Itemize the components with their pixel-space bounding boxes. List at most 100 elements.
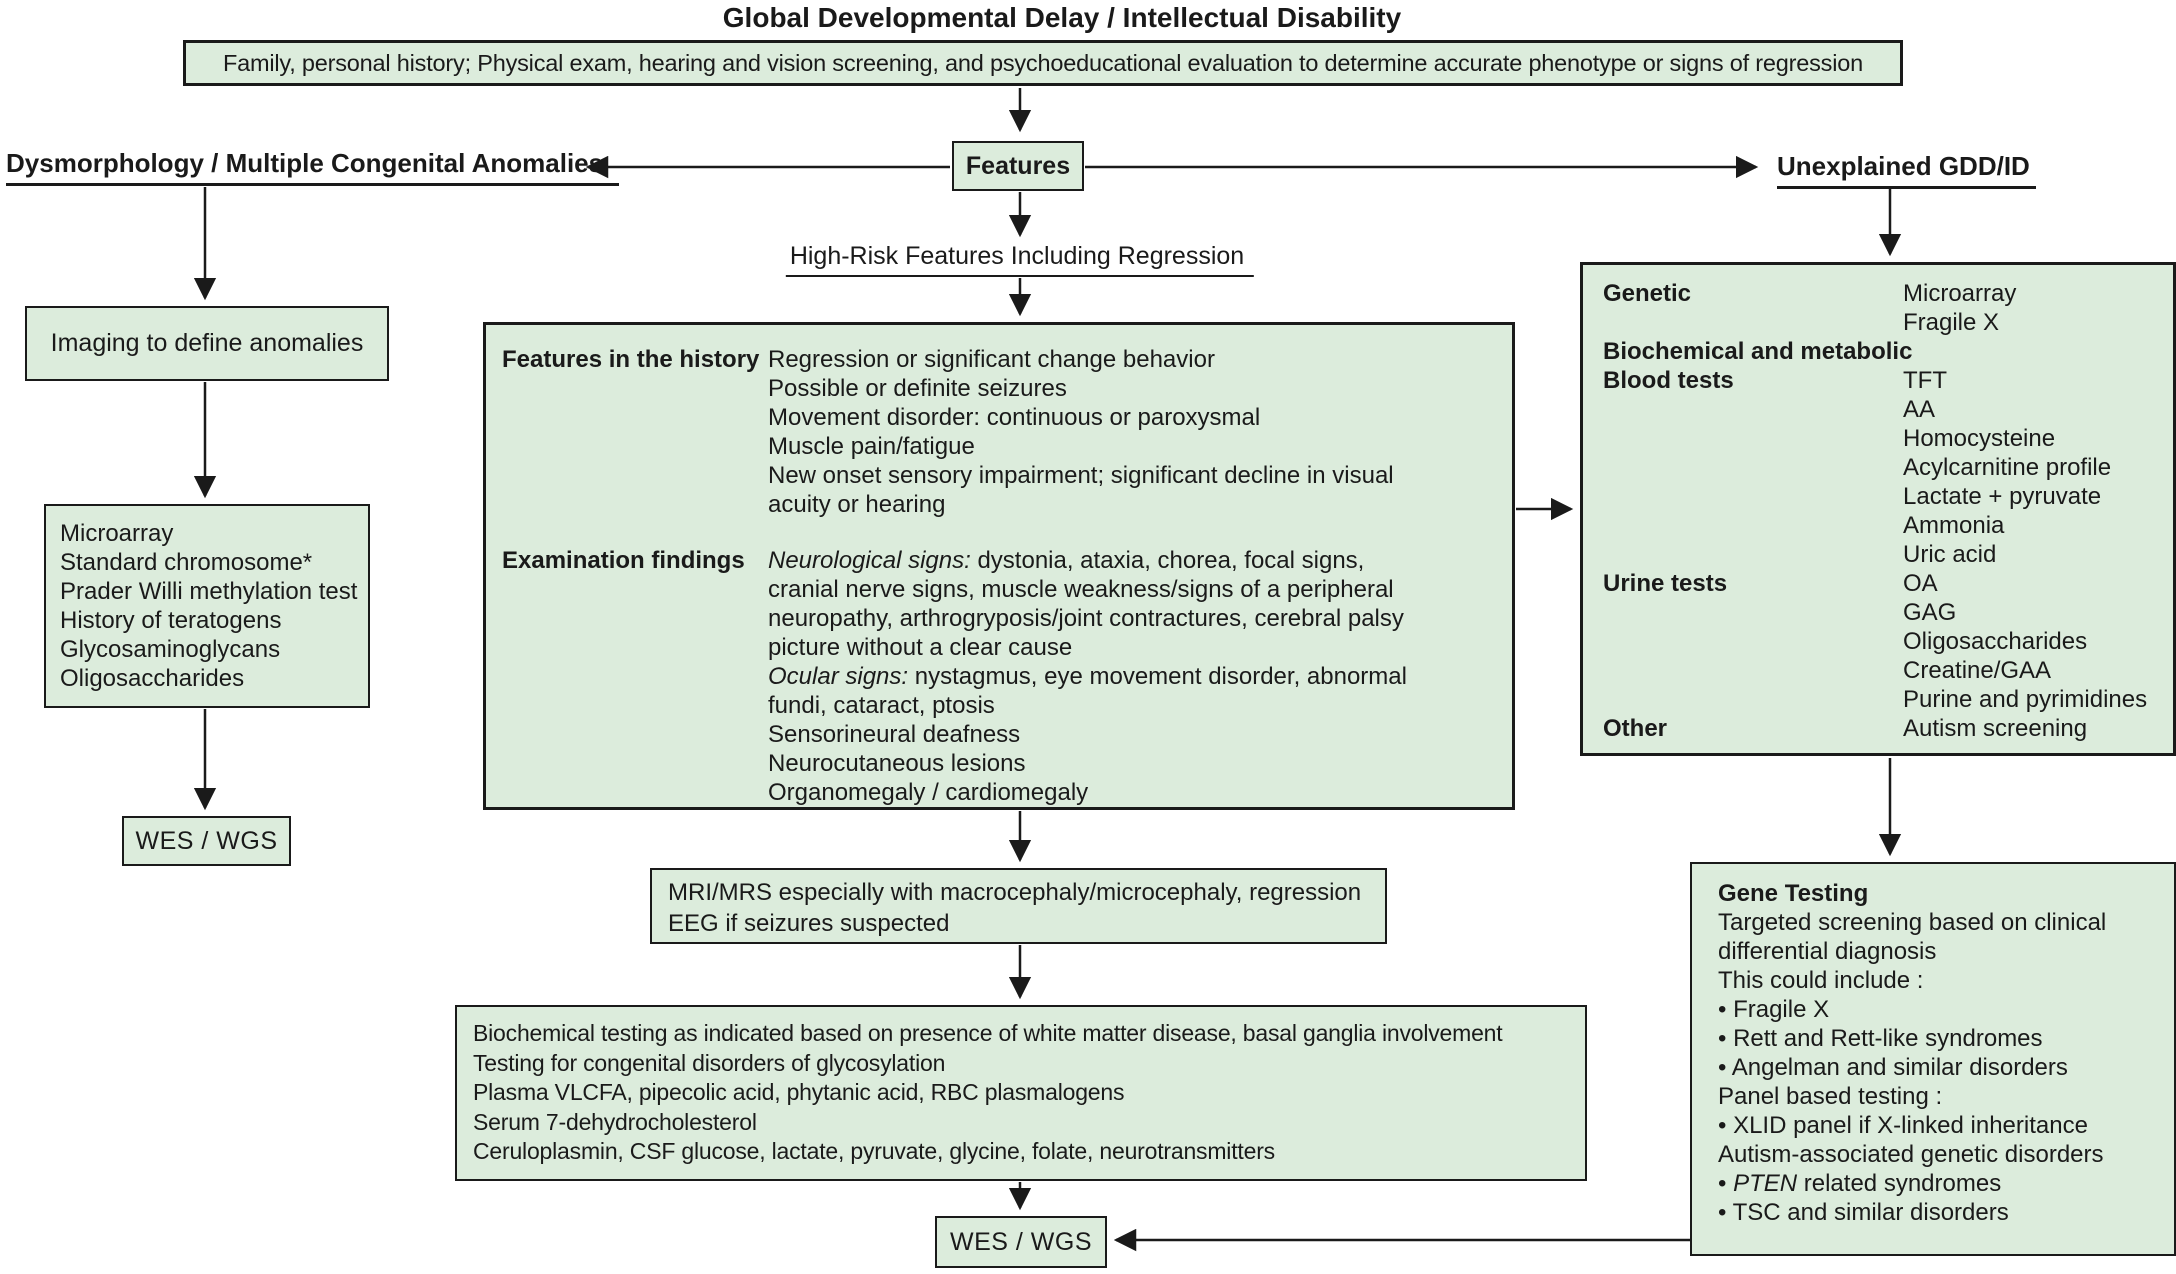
biochem-line: Testing for congenital disorders of glyc… — [473, 1049, 946, 1076]
row-label — [1603, 395, 1903, 424]
exam-item: Neurocutaneous lesions — [768, 750, 1026, 777]
table-row: Purine and pyrimidines — [1603, 685, 2173, 714]
wes-wgs-bottom-box: WES / WGS — [935, 1216, 1107, 1268]
imaging-box-text: Imaging to define anomalies — [50, 329, 364, 357]
row-label: Blood tests — [1603, 367, 1734, 394]
initial-workup-box: Family, personal history; Physical exam,… — [183, 40, 1903, 86]
row-value: Homocysteine — [1903, 425, 2056, 452]
features-node: Features — [952, 141, 1084, 191]
table-row: Genetic Microarray — [1603, 279, 2173, 308]
pten-rest: related syndromes — [1797, 1170, 2002, 1197]
list-item: History of teratogens — [60, 607, 282, 634]
row-value: Microarray — [1903, 280, 2017, 307]
history-items: Regression or significant change behavio… — [768, 345, 1438, 519]
pten-gene-name: PTEN — [1733, 1170, 1798, 1197]
mri-line: MRI/MRS especially with macrocephaly/mic… — [668, 879, 1362, 906]
table-row: Urine tests OA — [1603, 569, 2173, 598]
table-row: GAG — [1603, 598, 2173, 627]
history-item: Possible or definite seizures — [768, 375, 1067, 402]
row-label — [1603, 540, 1903, 569]
biochem-line: Biochemical testing as indicated based o… — [473, 1020, 1503, 1046]
list-item: Prader Willi methylation test — [60, 578, 358, 605]
biochem-line: Plasma VLCFA, pipecolic acid, phytanic a… — [473, 1079, 1125, 1105]
gene-line: • Fragile X — [1718, 996, 1830, 1023]
wes-wgs-bottom-text: WES / WGS — [950, 1227, 1092, 1256]
row-label: Urine tests — [1603, 570, 1728, 597]
row-value: TFT — [1903, 367, 1947, 394]
table-row: Oligosaccharides — [1603, 627, 2173, 656]
high-risk-label: High-Risk Features Including Regression — [785, 242, 1255, 277]
gene-line: • XLID panel if X-linked inheritance — [1718, 1112, 2088, 1139]
history-item: Movement disorder: continuous or paroxys… — [768, 404, 1261, 431]
row-label — [1603, 453, 1903, 482]
gene-line: • Angelman and similar disorders — [1718, 1054, 2068, 1081]
gene-line-pten: • PTEN related syndromes — [1718, 1169, 2174, 1198]
history-item: Muscle pain/fatigue — [768, 433, 975, 460]
row-label — [1603, 685, 1903, 714]
table-row: Ammonia — [1603, 511, 2173, 540]
row-label — [1603, 511, 1903, 540]
row-label: Biochemical and metabolic — [1603, 338, 1913, 365]
biochemical-testing-box: Biochemical testing as indicated based o… — [455, 1005, 1587, 1181]
row-value: Purine and pyrimidines — [1903, 686, 2148, 713]
row-value: Oligosaccharides — [1903, 628, 2088, 655]
gene-line: differential diagnosis — [1718, 938, 1937, 965]
row-label — [1603, 627, 1903, 656]
list-item: Standard chromosome* — [60, 549, 313, 576]
exam-items: Neurological signs: dystonia, ataxia, ch… — [768, 546, 1438, 807]
table-row: Biochemical and metabolic — [1603, 337, 2173, 366]
list-item: Glycosaminoglycans — [60, 636, 281, 663]
table-row: Homocysteine — [1603, 424, 2173, 453]
exam-section-label: Examination findings — [502, 547, 745, 574]
gene-testing-box: Gene Testing Targeted screening based on… — [1690, 862, 2176, 1256]
row-value: Acylcarnitine profile — [1903, 454, 2112, 481]
row-label — [1603, 308, 1903, 337]
table-row: Acylcarnitine profile — [1603, 453, 2173, 482]
wes-wgs-left-text: WES / WGS — [135, 826, 278, 855]
row-label — [1603, 598, 1903, 627]
row-value: Uric acid — [1903, 541, 1997, 568]
row-label: Other — [1603, 715, 1668, 742]
ocular-signs-text: nystagmus, eye movement disorder, abnorm… — [768, 663, 1407, 719]
pten-bullet: • — [1718, 1170, 1734, 1197]
neurological-signs-text: dystonia, ataxia, chorea, focal signs, c… — [768, 547, 1404, 661]
list-item: Oligosaccharides — [60, 665, 245, 692]
row-value: Autism screening — [1903, 715, 2088, 742]
table-row: Lactate + pyruvate — [1603, 482, 2173, 511]
initial-workup-text: Family, personal history; Physical exam,… — [222, 49, 1863, 76]
diagram-title: Global Developmental Delay / Intellectua… — [722, 2, 1402, 33]
row-value: Ammonia — [1903, 512, 2005, 539]
gene-line: Autism-associated genetic disorders — [1718, 1141, 2104, 1168]
row-value: AA — [1903, 396, 1936, 423]
table-row: AA — [1603, 395, 2173, 424]
row-value: OA — [1903, 570, 1938, 597]
row-label: Genetic — [1603, 280, 1692, 307]
biochem-line: Serum 7-dehydrocholesterol — [473, 1108, 757, 1135]
list-item: Microarray — [60, 520, 174, 547]
biochem-line: Ceruloplasmin, CSF glucose, lactate, pyr… — [473, 1138, 1275, 1164]
gene-line: • Rett and Rett-like syndromes — [1718, 1025, 2043, 1052]
imaging-box: Imaging to define anomalies — [25, 306, 389, 381]
exam-item-ocular: Ocular signs: nystagmus, eye movement di… — [768, 662, 1438, 720]
row-value: GAG — [1903, 599, 1957, 626]
mri-eeg-box: MRI/MRS especially with macrocephaly/mic… — [650, 868, 1387, 944]
clinical-features-box: Features in the history Regression or si… — [483, 322, 1515, 810]
table-row: Fragile X — [1603, 308, 2173, 337]
gene-testing-title: Gene Testing — [1718, 880, 1869, 907]
table-row: Uric acid — [1603, 540, 2173, 569]
row-value: Lactate + pyruvate — [1903, 483, 2102, 510]
left-branch-heading: Dysmorphology / Multiple Congenital Anom… — [6, 148, 620, 186]
row-value: Creatine/GAA — [1903, 657, 2052, 684]
gene-line: Targeted screening based on clinical — [1718, 909, 2107, 936]
gene-line: • TSC and similar disorders — [1718, 1199, 2009, 1226]
mri-line: EEG if seizures suspected — [668, 910, 950, 937]
row-label — [1603, 424, 1903, 453]
wes-wgs-left-box: WES / WGS — [122, 816, 291, 866]
row-value: Fragile X — [1903, 309, 2000, 336]
row-label — [1603, 656, 1903, 685]
neurological-signs-label: Neurological signs: — [768, 547, 971, 574]
history-item: New onset sensory impairment; significan… — [768, 462, 1394, 518]
exam-item-neurological: Neurological signs: dystonia, ataxia, ch… — [768, 546, 1438, 662]
gene-line: This could include : — [1718, 967, 1924, 994]
table-row: Creatine/GAA — [1603, 656, 2173, 685]
